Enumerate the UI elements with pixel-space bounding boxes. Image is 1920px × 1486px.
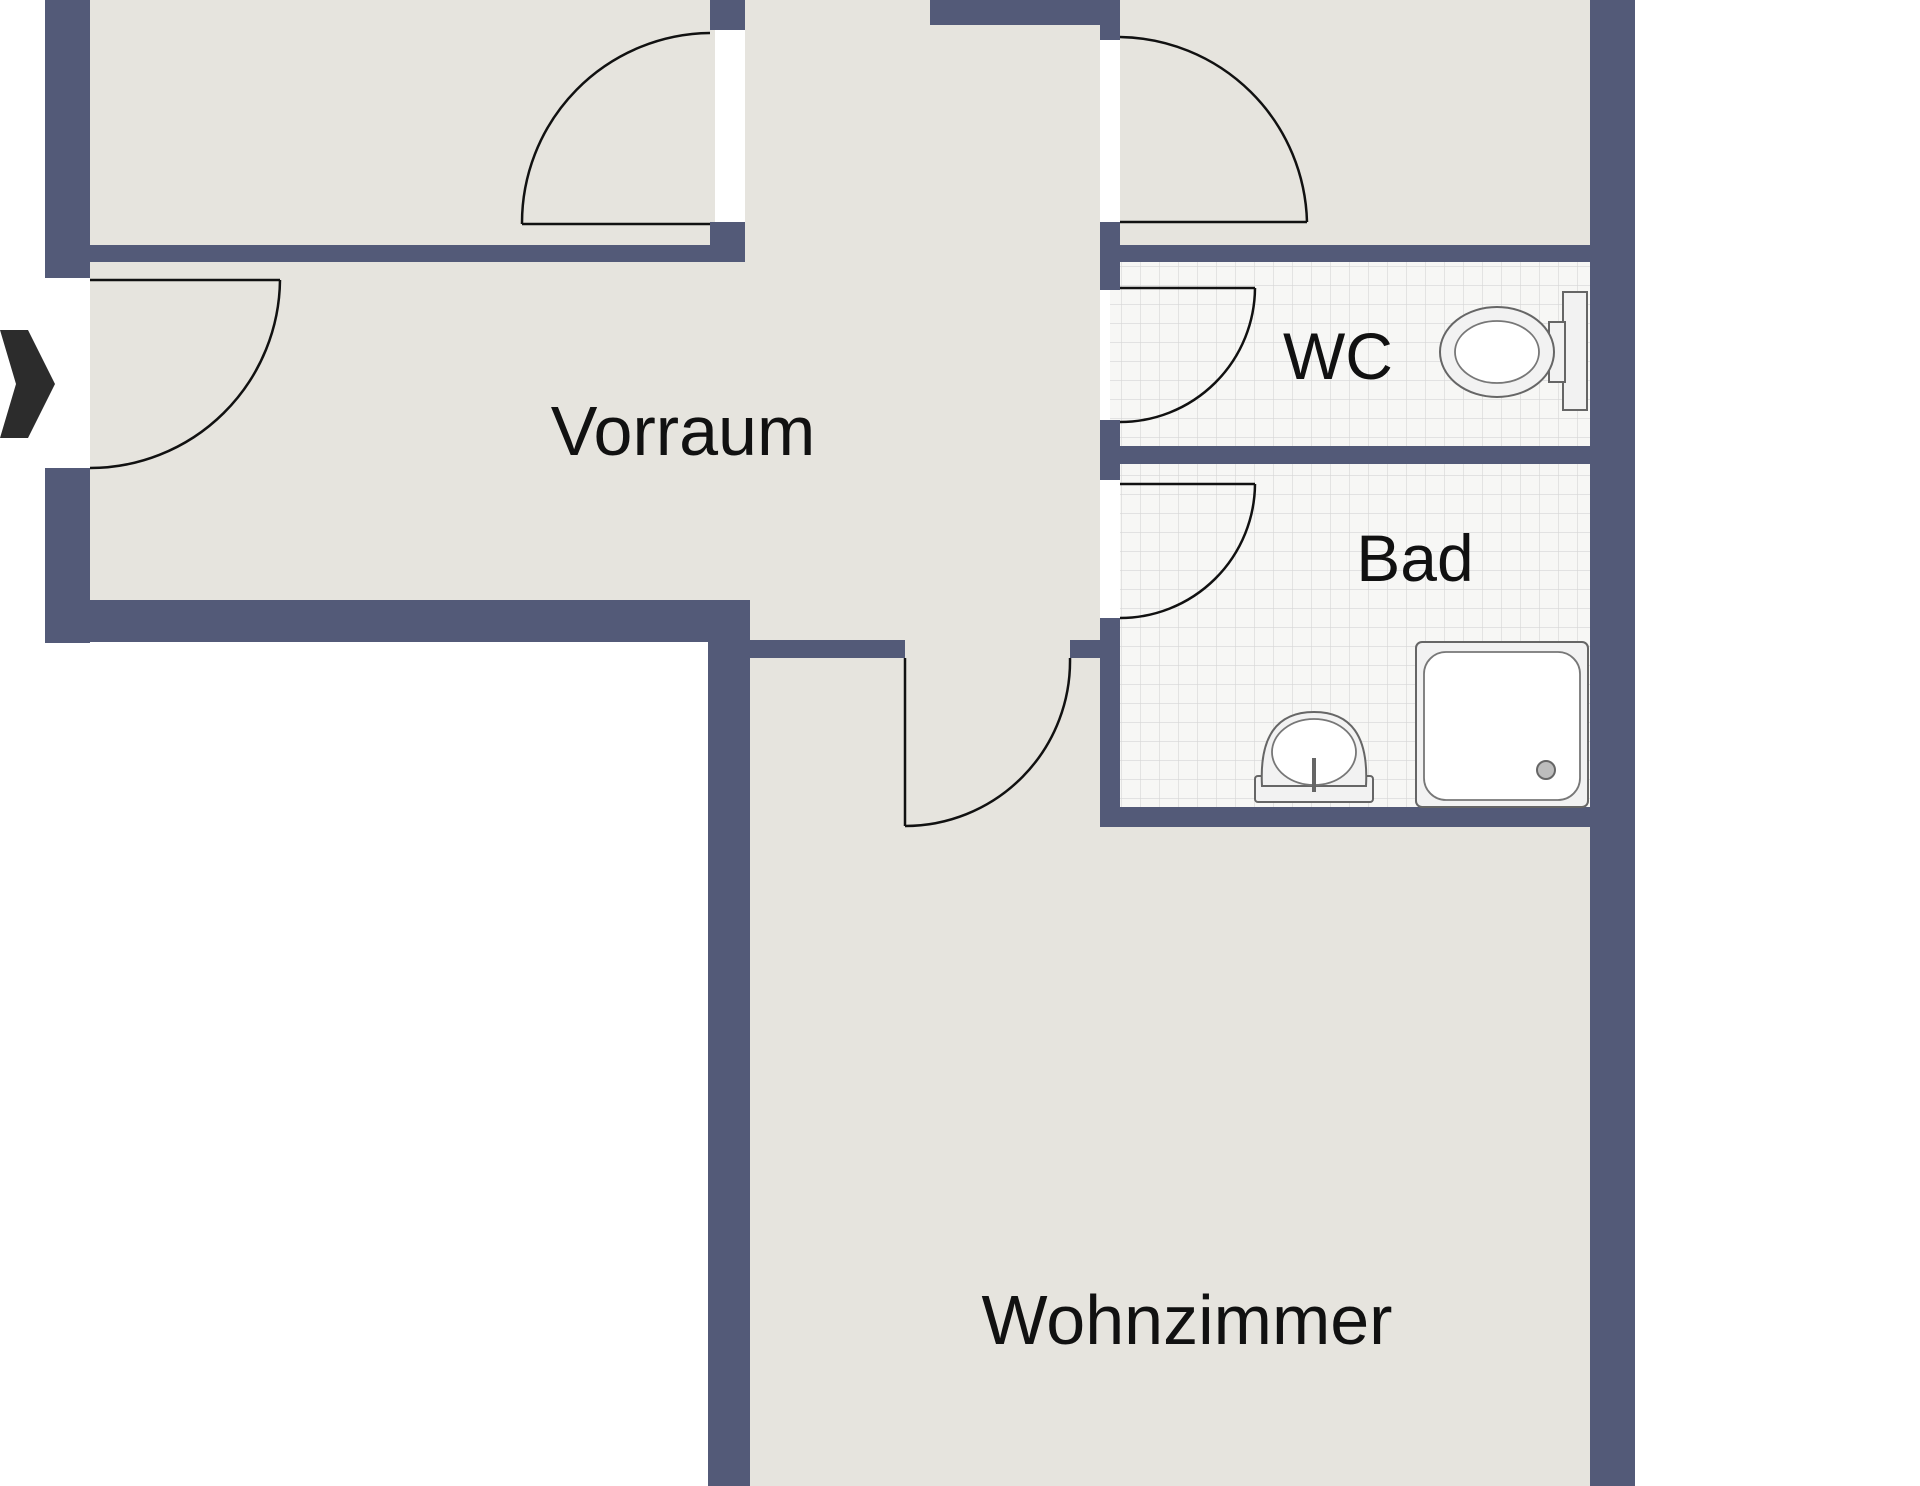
hall-floor	[745, 0, 1100, 660]
toilet-icon	[1439, 291, 1588, 411]
wohnzimmer-door	[903, 657, 1072, 828]
entrance-door	[89, 278, 282, 470]
shower-tray-icon	[1415, 641, 1589, 808]
walls	[45, 0, 1635, 1486]
sink-icon	[1254, 710, 1374, 803]
entrance-arrow-icon	[0, 330, 55, 438]
room-label-wc: WC	[1283, 319, 1393, 393]
room-label-bad: Bad	[1356, 521, 1473, 595]
room-label-vorraum: Vorraum	[551, 392, 816, 470]
top-right-room-floor	[1120, 0, 1590, 245]
top-right-room-door	[1119, 35, 1309, 224]
room-label-wohnzimmer: Wohnzimmer	[981, 1281, 1392, 1359]
top-left-room-floor	[90, 0, 715, 245]
bad-door	[1119, 482, 1257, 620]
top-left-room-door	[520, 31, 711, 226]
floor-areas	[90, 0, 1590, 1486]
doors	[89, 31, 1309, 828]
wc-door	[1119, 286, 1257, 424]
